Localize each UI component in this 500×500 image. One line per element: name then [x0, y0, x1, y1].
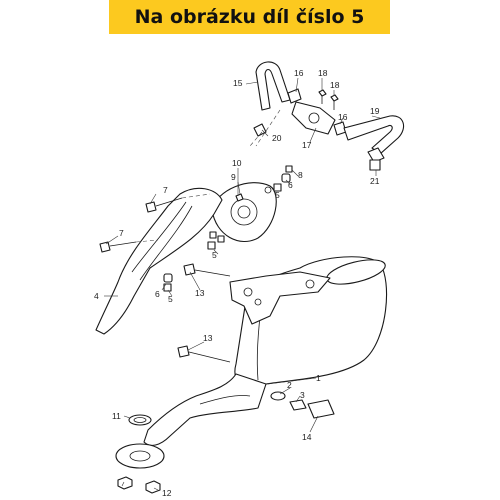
exhaust-flange [115, 443, 165, 469]
callout-18b: 18 [330, 80, 340, 90]
heat-shield-cover-10 [211, 182, 277, 243]
callout-4: 4 [94, 291, 99, 301]
callout-8: 8 [298, 170, 303, 180]
clamp-20 [253, 123, 267, 137]
bolt-13-lower [177, 345, 231, 363]
callout-labels: 15 16 18 18 16 17 19 20 21 10 9 8 6 5 7 … [94, 68, 380, 498]
callout-9: 9 [231, 172, 236, 182]
bolt-7b [99, 241, 137, 253]
screw-9 [235, 193, 244, 202]
callout-1: 1 [316, 373, 321, 383]
callout-6a: 6 [288, 180, 293, 190]
callout-5b: 5 [212, 250, 217, 260]
air-hose-19 [343, 115, 405, 155]
muffler-protector-4 [95, 187, 223, 335]
title-banner: Na obrázku díl číslo 5 [109, 0, 390, 34]
callout-11: 11 [112, 411, 121, 421]
collar-3 [289, 399, 307, 411]
callout-15: 15 [233, 78, 243, 88]
gasket-11 [128, 414, 152, 426]
callout-6b: 6 [155, 289, 160, 299]
air-hose-15 [255, 61, 291, 111]
nut-12b [145, 480, 161, 494]
callout-2: 2 [287, 380, 292, 390]
reed-valve-housing-17 [291, 101, 336, 135]
callout-7a: 7 [163, 185, 168, 195]
callout-16b: 16 [338, 112, 348, 122]
screw-18b [330, 94, 339, 110]
sleeve-14 [307, 399, 335, 419]
callout-14: 14 [302, 432, 312, 442]
washer-8 [285, 165, 293, 173]
callout-12: 12 [162, 488, 172, 498]
callout-10: 10 [232, 158, 242, 168]
spacer-2 [270, 391, 286, 401]
banner-title: Na obrázku díl číslo 5 [134, 6, 365, 28]
bolt-7a [145, 197, 183, 213]
callout-16a: 16 [294, 68, 304, 78]
filter-cap-21 [367, 147, 385, 171]
screw-18a [318, 89, 327, 104]
callout-5a: 5 [275, 190, 280, 200]
damper-6a [281, 173, 291, 183]
small-collars [209, 231, 225, 243]
callout-21: 21 [370, 176, 380, 186]
bolt-13 [183, 263, 231, 277]
hose-clamp-16a [287, 88, 302, 104]
callout-13: 13 [195, 288, 205, 298]
callout-20: 20 [272, 133, 282, 143]
callout-19: 19 [370, 106, 380, 116]
callout-3: 3 [300, 390, 305, 400]
damper-6b [163, 273, 173, 283]
exhaust-pipe [143, 373, 267, 446]
callout-13-lower: 13 [203, 333, 213, 343]
nut-12a [117, 476, 133, 490]
leader-lines [104, 77, 381, 491]
collar-5a [273, 183, 282, 192]
callout-7b: 7 [119, 228, 124, 238]
callout-5c: 5 [168, 294, 173, 304]
callout-17: 17 [302, 140, 312, 150]
callout-18a: 18 [318, 68, 328, 78]
muffler-bracket [229, 271, 331, 325]
collar-5b [207, 241, 216, 250]
